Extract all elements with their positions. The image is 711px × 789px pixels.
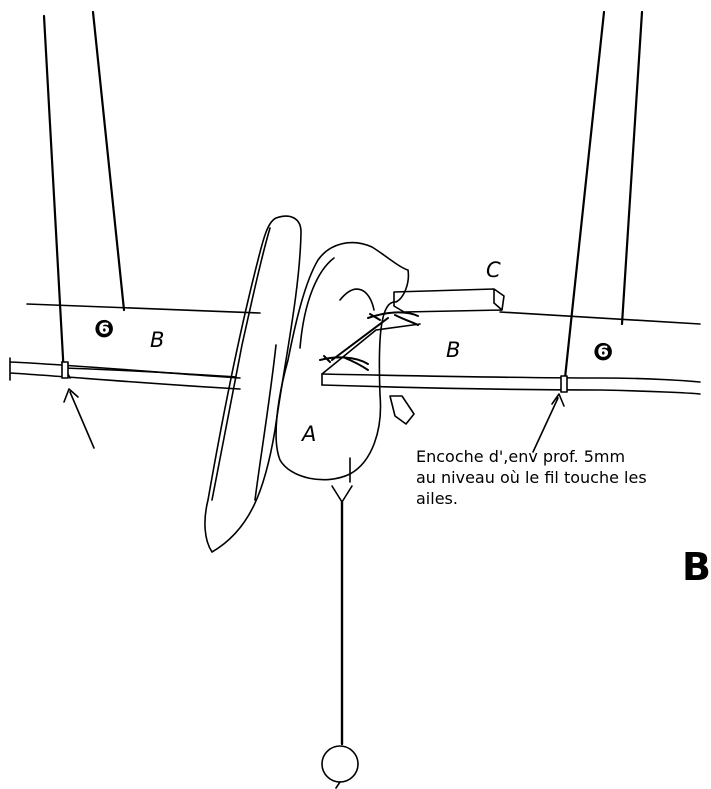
- right-notch-arrow: [532, 393, 565, 453]
- corner-letter: B: [682, 548, 711, 586]
- left-notch: [61, 361, 69, 379]
- left-wing-outline: [9, 303, 261, 390]
- label-a: A: [302, 422, 317, 446]
- fuselage-body: [275, 241, 410, 481]
- notch-note-line-1: Encoche d',env prof. 5mm: [416, 447, 626, 466]
- step-number-left: ❻: [94, 315, 115, 343]
- right-strut-wire-outer: [563, 10, 606, 380]
- right-strut-wire-inner: [620, 10, 644, 326]
- notch-note-line-2: au niveau où le fil touche les: [416, 468, 647, 487]
- block-c: [393, 288, 505, 313]
- right-wing-front-bottom: [321, 384, 701, 395]
- left-notch-arrow: [63, 388, 95, 449]
- hook: [331, 457, 353, 503]
- right-notch: [560, 375, 568, 393]
- propeller-disc-edge: [211, 227, 277, 501]
- notch-note: Encoche d',env prof. 5mm au niveau où le…: [416, 446, 711, 509]
- keel-piece: [389, 395, 415, 425]
- left-strut-wire-inner: [91, 10, 126, 312]
- left-wing-front-edge: [61, 367, 237, 378]
- plumb-weight: [321, 745, 359, 783]
- plumb-weight-tip: [335, 781, 341, 789]
- right-wing-top-edge: [499, 311, 701, 325]
- rubber-band-bottom: [319, 355, 369, 371]
- fuselage-inner-curve: [299, 257, 375, 349]
- right-wing-front-top: [321, 373, 701, 383]
- rubber-band-top: [367, 311, 419, 326]
- propeller-disc: [204, 215, 302, 553]
- left-strut-wire-outer: [42, 14, 66, 378]
- right-wing-front-left-end: [321, 323, 421, 386]
- label-b-right: B: [446, 338, 461, 362]
- label-c: C: [486, 258, 501, 282]
- notch-note-line-3: ailes.: [416, 489, 458, 508]
- label-b-left: B: [150, 328, 165, 352]
- rubber-band-link: [331, 317, 389, 361]
- step-number-right: ❻: [593, 338, 614, 366]
